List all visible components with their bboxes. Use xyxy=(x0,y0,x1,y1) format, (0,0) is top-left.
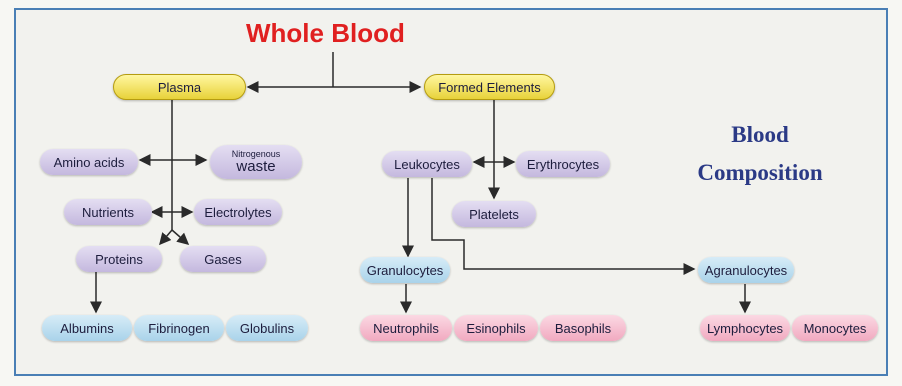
node-nutrients: Nutrients xyxy=(64,199,152,225)
node-leukocytes: Leukocytes xyxy=(382,151,472,177)
node-monocytes: Monocytes xyxy=(792,315,878,341)
side-title-line1: Blood xyxy=(731,122,789,147)
node-electrolytes: Electrolytes xyxy=(194,199,282,225)
node-gases: Gases xyxy=(180,246,266,272)
node-nitrogenous-waste: Nitrogenous waste xyxy=(210,145,302,179)
node-erythrocytes: Erythrocytes xyxy=(516,151,610,177)
node-proteins: Proteins xyxy=(76,246,162,272)
node-fibrinogen: Fibrinogen xyxy=(134,315,224,341)
side-title-line2: Composition xyxy=(697,160,823,185)
node-lymphocytes: Lymphocytes xyxy=(700,315,790,341)
node-plasma: Plasma xyxy=(113,74,246,100)
diagram-frame xyxy=(14,8,888,376)
node-granulocytes: Granulocytes xyxy=(360,257,450,283)
node-nitrogenous-waste-line2: waste xyxy=(236,158,276,175)
node-nitrogenous-waste-line1: Nitrogenous xyxy=(231,149,281,159)
node-basophils: Basophils xyxy=(540,315,626,341)
node-globulins: Globulins xyxy=(226,315,308,341)
node-agranulocytes: Agranulocytes xyxy=(698,257,794,283)
node-neutrophils: Neutrophils xyxy=(360,315,452,341)
page-title: Whole Blood xyxy=(246,18,405,48)
node-platelets: Platelets xyxy=(452,201,536,227)
node-albumins: Albumins xyxy=(42,315,132,341)
node-formed-elements: Formed Elements xyxy=(424,74,555,100)
node-amino-acids: Amino acids xyxy=(40,149,138,175)
node-esinophils: Esinophils xyxy=(454,315,538,341)
